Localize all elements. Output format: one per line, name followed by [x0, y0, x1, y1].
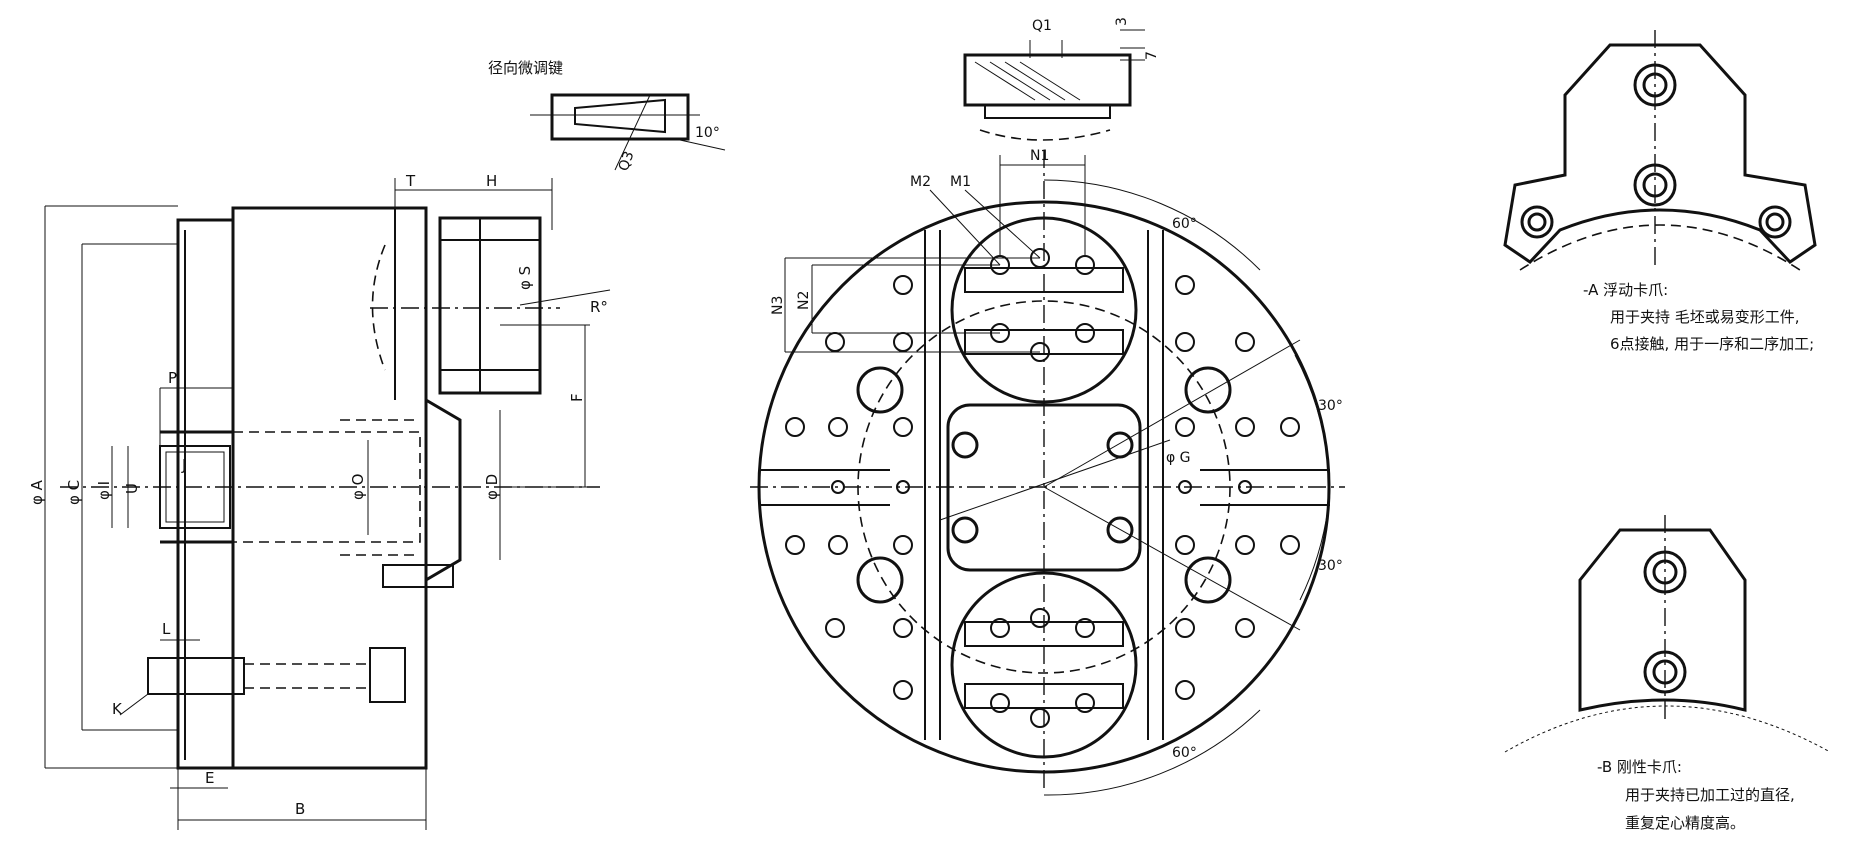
key-q3: Q3: [616, 149, 638, 173]
dim-phi-c: φ C: [65, 480, 83, 505]
jaw-b-title: -B 刚性卡爪:: [1597, 758, 1682, 776]
front-n3: N3: [770, 296, 786, 315]
jaw-b-line1: 用于夹持已加工过的直径,: [1625, 786, 1795, 804]
jaw-b-line2: 重复定心精度高。: [1625, 814, 1745, 832]
front-angle-30-lower: 30°: [1318, 558, 1343, 574]
side-section-view: φ A φ C φ I U J φ O φ D F P T H φ S R° L…: [28, 172, 611, 830]
key-title: 径向微调键: [488, 59, 563, 77]
jaw-a-title: -A 浮动卡爪:: [1583, 281, 1668, 299]
front-d3: 3: [1114, 17, 1130, 26]
dim-phi-a: φ A: [28, 479, 46, 505]
key-angle: 10°: [695, 125, 720, 141]
front-phi-g: φ G: [1166, 450, 1191, 466]
front-m1: M1: [950, 174, 971, 190]
jaw-a-figure: -A 浮动卡爪: 用于夹持 毛坯或易变形工件, 6点接触, 用于一序和二序加工;: [1503, 30, 1817, 353]
front-angle-30-upper: 30°: [1318, 398, 1343, 414]
jaw-a-line1: 用于夹持 毛坯或易变形工件,: [1610, 308, 1800, 326]
front-view: Q1 3 7: [750, 17, 1345, 796]
dim-phi-i: φ I: [95, 481, 113, 500]
dim-phi-s: φ S: [516, 266, 534, 290]
jaw-a-line2: 6点接触, 用于一序和二序加工;: [1610, 335, 1814, 353]
front-angle-60-top: 60°: [1172, 216, 1197, 232]
radial-key-detail: 径向微调键 10° Q3: [488, 59, 726, 173]
dim-j: J: [181, 456, 186, 474]
front-q1: Q1: [1032, 18, 1052, 34]
dim-e: E: [205, 769, 214, 787]
dim-k: K: [112, 700, 123, 718]
front-n1: N1: [1030, 148, 1049, 164]
front-n2: N2: [796, 291, 812, 310]
front-m2: M2: [910, 174, 931, 190]
dim-h: H: [486, 172, 497, 190]
front-angle-60-bottom: 60°: [1172, 745, 1197, 761]
dim-f: F: [568, 393, 586, 402]
dim-u: U: [123, 483, 141, 494]
dim-p: P: [168, 369, 177, 387]
dim-b: B: [295, 800, 305, 818]
dim-l: L: [162, 620, 171, 638]
dim-phi-d: φ D: [483, 474, 501, 500]
dim-t: T: [405, 172, 416, 190]
dim-r: R°: [590, 298, 608, 316]
front-d7: 7: [1144, 51, 1160, 60]
jaw-b-figure: -B 刚性卡爪: 用于夹持已加工过的直径, 重复定心精度高。: [1504, 515, 1831, 832]
dim-phi-o: φ O: [349, 474, 367, 500]
